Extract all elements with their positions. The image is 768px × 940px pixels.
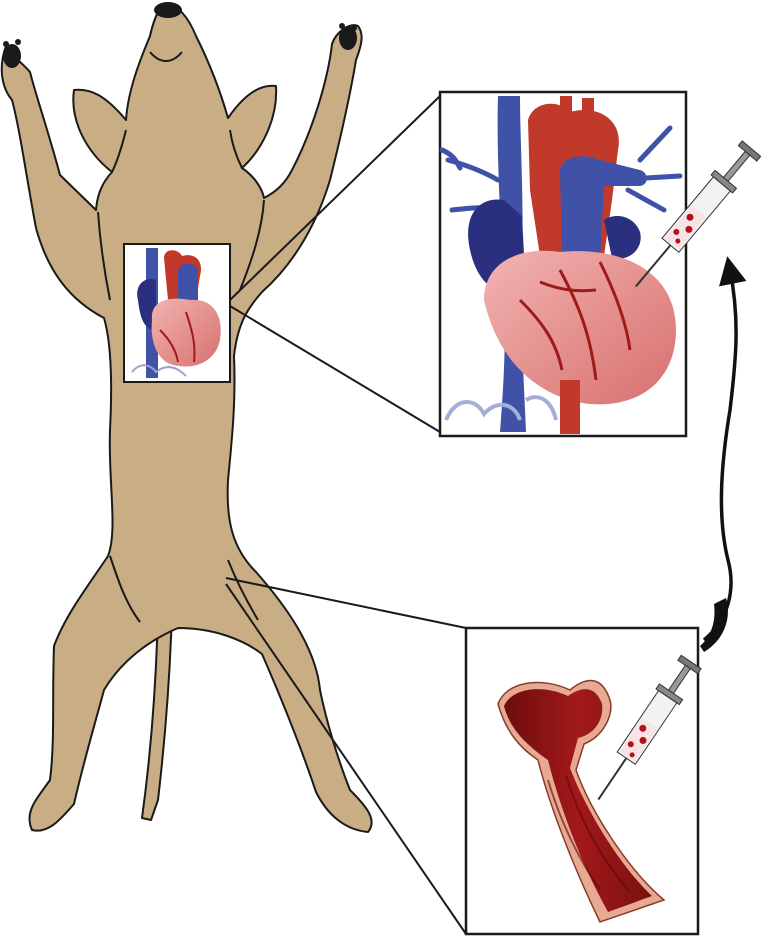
dog-details xyxy=(3,2,357,68)
dog-body xyxy=(0,3,373,833)
heart-zoom-lines xyxy=(229,95,441,433)
dog-hind-leg-line-left xyxy=(109,555,141,623)
dog-silhouette xyxy=(0,3,373,833)
small-heart-icon xyxy=(131,248,221,378)
paw-toe xyxy=(3,41,9,47)
pulmonary-artery xyxy=(560,156,647,265)
left-auricle xyxy=(604,216,641,259)
dog-ear-line-right xyxy=(229,129,243,169)
paw-toe xyxy=(351,25,357,31)
dog-ear-line-left xyxy=(111,129,127,173)
heart-inset xyxy=(438,90,688,438)
dog-hind-leg-line-right xyxy=(227,559,259,621)
bone-marrow-inset xyxy=(464,626,700,936)
dog-jaw-line xyxy=(149,51,183,62)
paw-pad-right xyxy=(339,26,357,50)
arrow-icon xyxy=(700,256,747,652)
bone-zoom-lines xyxy=(225,577,467,935)
dog-tail xyxy=(141,609,173,821)
ventricles xyxy=(484,250,676,405)
chest-heart-window xyxy=(123,243,231,383)
paw-pad-left xyxy=(3,44,21,68)
dog-front-leg-line-right xyxy=(239,199,265,291)
paw-toe xyxy=(339,23,345,29)
bone-marrow xyxy=(504,689,652,912)
syringe-icon xyxy=(597,654,702,801)
paw-toe xyxy=(15,39,21,45)
dog-nose xyxy=(154,2,182,18)
syringe-icon xyxy=(634,140,762,288)
dog-front-leg-line-left xyxy=(97,211,111,301)
